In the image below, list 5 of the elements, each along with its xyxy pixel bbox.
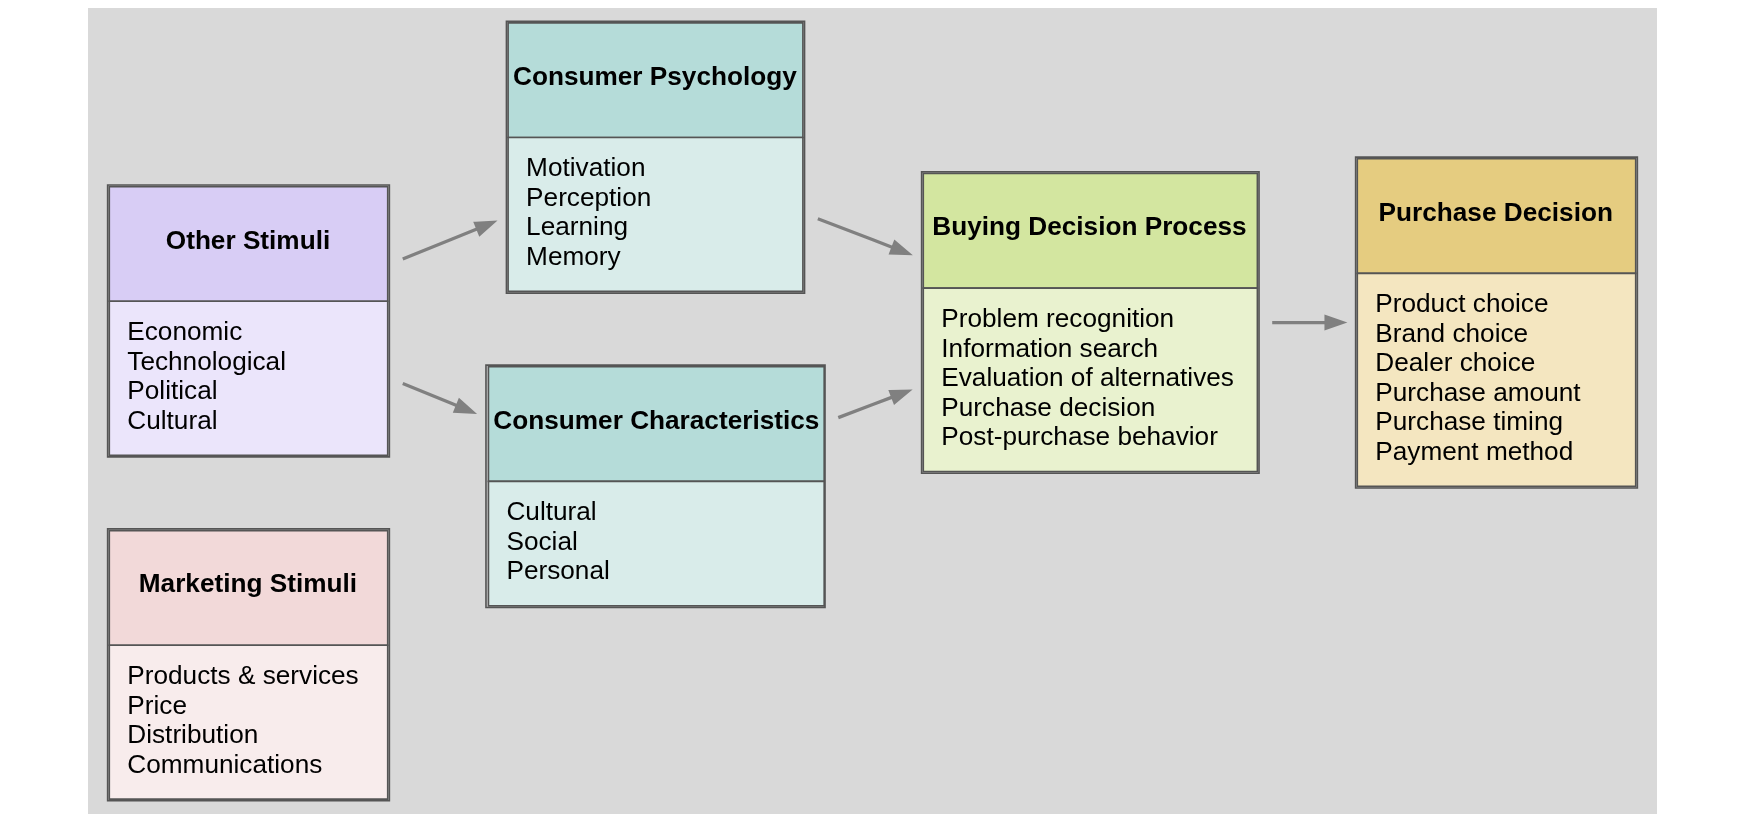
arrow: [401, 220, 498, 261]
arrow: [1271, 314, 1347, 331]
arrow: [816, 217, 913, 256]
arrow: [401, 381, 477, 414]
arrow: [837, 389, 913, 420]
